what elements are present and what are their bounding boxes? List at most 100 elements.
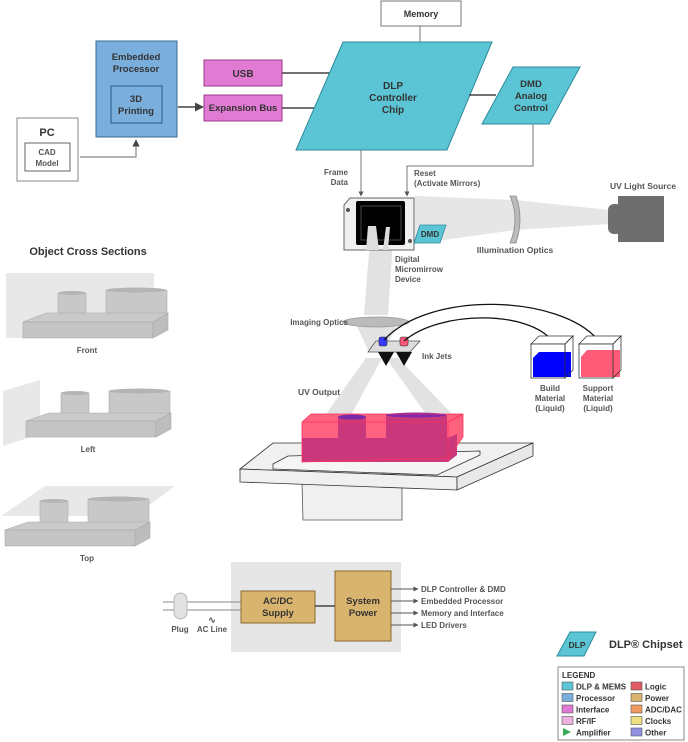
- legend-swatch: [561, 716, 574, 725]
- power-label: Power: [349, 608, 378, 619]
- legend-item-label: Processor: [576, 694, 615, 703]
- dlp-controller-block: DLP Controller Chip: [295, 41, 493, 151]
- ink-jets-label: Ink Jets: [422, 352, 452, 361]
- printing-label: Printing: [118, 106, 154, 117]
- legend-item-label: RF/IF: [576, 717, 596, 726]
- pc-label: PC: [39, 127, 54, 139]
- illumination-beam: [415, 196, 610, 244]
- imaging-lens: [342, 316, 410, 328]
- micromirrow-label: Micromirrow: [395, 265, 444, 274]
- top-label: Top: [80, 554, 94, 563]
- plug-icon: [173, 592, 188, 620]
- legend-swatch: [561, 704, 574, 714]
- left-label: Left: [81, 445, 96, 454]
- uv-light-source: [608, 196, 664, 242]
- legend-item-label: Clocks: [645, 717, 672, 726]
- support-liquid-label: (Liquid): [583, 404, 613, 413]
- embedded-processor-block: Embedded Processor 3D Printing: [95, 40, 178, 138]
- digital-label: Digital: [395, 255, 419, 264]
- build-feed-tube: [403, 317, 554, 343]
- legend-item-label: Interface: [576, 706, 610, 715]
- support-label: Support: [583, 384, 614, 393]
- power-output-label: LED Drivers: [421, 621, 467, 630]
- embedded-label: Embedded: [112, 52, 161, 63]
- legend-item-label: Logic: [645, 683, 667, 692]
- memory-block: Memory: [380, 0, 462, 27]
- legend-swatch: [630, 704, 643, 714]
- dmd-tag-label: DMD: [421, 230, 439, 239]
- processor-label: Processor: [113, 64, 160, 75]
- uv-beam-right: [386, 358, 455, 417]
- dmd-analog-label-1: DMD: [520, 79, 542, 90]
- cross-sections-title: Object Cross Sections: [29, 246, 146, 258]
- cross-section-top: [1, 486, 175, 547]
- dmd-analog-control-block: DMD Analog Control: [481, 66, 581, 125]
- chipset-tag-label: DLP: [569, 640, 586, 650]
- support-feed-tube: [383, 303, 599, 341]
- reset-label: Reset: [414, 169, 436, 178]
- system-label: System: [346, 596, 380, 607]
- frame-label: Frame: [324, 168, 349, 177]
- legend-item-label: Other: [645, 729, 666, 738]
- power-outputs: DLP Controller & DMD Embedded ProcessorMe…: [391, 585, 506, 630]
- legend-item-label: DLP & MEMS: [576, 683, 627, 692]
- support-material-label: Material: [583, 394, 613, 403]
- output-beam-top: [364, 240, 393, 315]
- legend-swatch: [630, 727, 643, 737]
- dlp-label: DLP: [383, 81, 403, 92]
- model-label: Model: [35, 159, 58, 168]
- build-material-container: [530, 335, 574, 379]
- data-label: Data: [331, 178, 349, 187]
- 3d-label: 3D: [130, 94, 142, 105]
- usb-block: USB: [203, 59, 283, 87]
- supply-label: Supply: [262, 608, 294, 619]
- acdc-supply-block: AC/DC Supply: [240, 590, 316, 624]
- legend-swatch: [561, 693, 574, 702]
- expansion-bus-label: Expansion Bus: [209, 103, 278, 114]
- controller-label: Controller: [369, 93, 417, 104]
- legend-item-label: ADC/DAC: [645, 706, 682, 715]
- chipset-key: DLP DLP® Chipset: [556, 631, 683, 657]
- expansion-bus-block: Expansion Bus: [203, 94, 283, 122]
- chipset-label: DLP® Chipset: [609, 639, 683, 651]
- illumination-optics-label: Illumination Optics: [477, 245, 554, 255]
- reset-arrow: [404, 124, 534, 197]
- uv-beam-left: [324, 358, 382, 417]
- power-output-label: DLP Controller & DMD: [421, 585, 506, 594]
- plug-label: Plug: [171, 625, 188, 634]
- system-power-block: System Power: [334, 570, 392, 642]
- legend-title: LEGEND: [562, 671, 596, 680]
- dmd-device: [343, 197, 415, 251]
- front-label: Front: [77, 346, 98, 355]
- legend-swatch: [630, 693, 643, 702]
- power-output-label: Memory and Interface: [421, 609, 504, 618]
- build-liquid-label: (Liquid): [535, 404, 565, 413]
- power-output-label: Embedded Processor: [421, 597, 503, 606]
- memory-label: Memory: [404, 9, 439, 19]
- support-material-container: [578, 335, 622, 379]
- build-label: Build: [540, 384, 560, 393]
- legend-swatch: [561, 681, 574, 691]
- device-label: Device: [395, 275, 421, 284]
- printed-object: [301, 412, 464, 463]
- legend-swatch: [630, 716, 643, 725]
- legend-amplifier-icon: [563, 728, 571, 736]
- acdc-label: AC/DC: [263, 596, 293, 607]
- cad-label: CAD: [38, 148, 56, 157]
- build-material-label: Material: [535, 394, 565, 403]
- usb-label: USB: [232, 69, 253, 80]
- imaging-optics-label: Imaging Optics: [290, 318, 348, 327]
- ac-symbol-icon: ∿: [208, 615, 216, 625]
- legend-item-label: Amplifier: [576, 729, 611, 738]
- cross-section-front: [6, 273, 170, 339]
- dmd-analog-label-2: Analog: [515, 91, 547, 102]
- cross-section-left: [3, 380, 172, 446]
- ac-line-label: AC Line: [197, 625, 228, 634]
- uv-light-source-label: UV Light Source: [610, 181, 676, 191]
- dmd-analog-label-3: Control: [514, 103, 548, 114]
- ink-jets: [367, 336, 421, 366]
- legend-item-label: Power: [645, 694, 669, 703]
- illumination-lens: [509, 195, 521, 244]
